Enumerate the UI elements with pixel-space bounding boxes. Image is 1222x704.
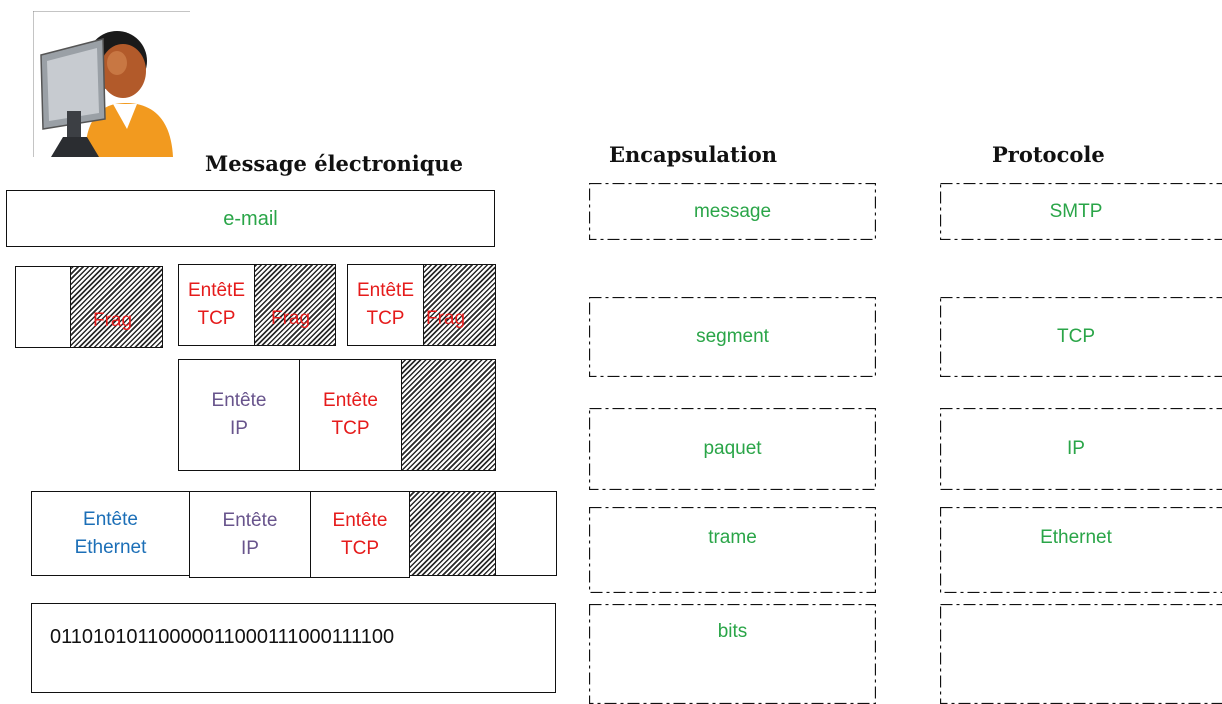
heading-protocol: Protocole [992, 142, 1105, 167]
packet-ip-header: Entête IP [178, 359, 300, 471]
packet-data [401, 359, 496, 471]
protocol-smtp: SMTP [940, 183, 1222, 240]
segment-empty-header [15, 266, 72, 348]
encap-segment: segment [589, 297, 876, 377]
protocol-label-ethernet: Ethernet [1040, 524, 1112, 552]
frame-trailer [495, 491, 557, 576]
heading-encapsulation: Encapsulation [609, 142, 777, 167]
frag-label-3: Frag [426, 308, 465, 330]
data-fragment-2 [254, 264, 336, 346]
data-fragment-1 [70, 266, 163, 348]
encap-label-segment: segment [696, 323, 769, 351]
frag-label-1: Frag [93, 310, 132, 332]
bits-box: 01101010110000011000111000111100 [31, 603, 556, 693]
frag-label-2: Frag [271, 308, 310, 330]
encap-label-message: message [694, 198, 771, 226]
packet-tcp-header: Entête TCP [299, 359, 402, 471]
protocol-ip: IP [940, 408, 1222, 490]
bits-text: 01101010110000011000111000111100 [50, 626, 394, 649]
encap-label-bits: bits [718, 618, 748, 646]
tcp-header-1: EntêtE TCP [178, 264, 255, 346]
email-box: e-mail [6, 190, 495, 247]
frame-tcp-header: Entête TCP [310, 491, 410, 578]
tcp-header-2: EntêtE TCP [347, 264, 424, 346]
heading-message: Message électronique [205, 151, 463, 176]
encap-paquet: paquet [589, 408, 876, 490]
encap-label-trame: trame [708, 524, 757, 552]
protocol-label-tcp: TCP [1057, 323, 1095, 351]
user-at-computer-icon [33, 11, 190, 157]
data-fragment-3 [423, 264, 496, 346]
frame-data [409, 491, 496, 576]
dash-border [940, 604, 1222, 704]
encap-message: message [589, 183, 876, 240]
protocol-bits [940, 604, 1222, 704]
encap-trame: trame [589, 507, 876, 593]
encap-bits: bits [589, 604, 876, 704]
frame-ip-header: Entête IP [189, 491, 311, 578]
protocol-ethernet: Ethernet [940, 507, 1222, 593]
frame-ethernet-header: Entête Ethernet [31, 491, 190, 576]
encap-label-paquet: paquet [703, 435, 761, 463]
protocol-label-ip: IP [1067, 435, 1085, 463]
protocol-label-smtp: SMTP [1050, 198, 1103, 226]
protocol-tcp: TCP [940, 297, 1222, 377]
